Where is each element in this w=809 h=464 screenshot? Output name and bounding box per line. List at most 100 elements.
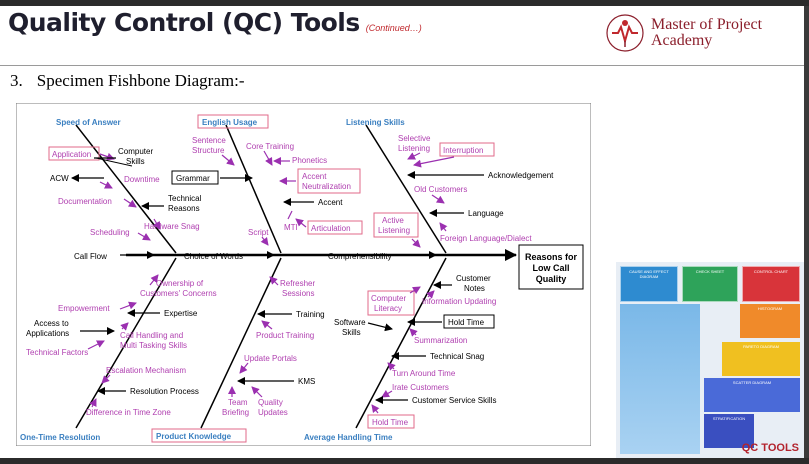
category-onetime: One-Time Resolution xyxy=(20,433,100,442)
category-aht: Average Handling Time xyxy=(304,433,393,442)
cause-empowerment: Empowerment xyxy=(58,304,110,313)
cause-old-customers: Old Customers xyxy=(414,185,467,194)
cause-kms: KMS xyxy=(298,377,315,386)
effect-line2: Low Call xyxy=(532,263,569,273)
cause-selective-2: Listening xyxy=(398,144,430,153)
cause-update-portals: Update Portals xyxy=(244,354,297,363)
arrow-sentence xyxy=(221,154,235,166)
qc-card-cause-effect: CAUSE AND EFFECT DIAGRAM xyxy=(620,266,678,302)
cause-software-skills-2: Skills xyxy=(342,328,361,337)
qc-step-histogram-label: HISTOGRAM xyxy=(757,306,783,311)
qc-card-cause-effect-label: CAUSE AND EFFECT DIAGRAM xyxy=(629,269,669,279)
cause-grammar: Grammar xyxy=(176,174,210,183)
grammar-box xyxy=(171,170,219,185)
cause-technical-reasons-1: Technical xyxy=(168,194,202,203)
cause-computer-literacy-2: Literacy xyxy=(374,304,402,313)
section-number: 3. xyxy=(10,71,23,90)
cause-accent-neutral-1: Accent xyxy=(302,172,327,181)
qc-panel-backdrop xyxy=(620,304,700,454)
bone-speed xyxy=(75,124,177,254)
cause-access-1: Access to xyxy=(34,319,69,328)
cause-choice-of-words: Choice of Words xyxy=(184,252,243,261)
cause-selective-1: Selective xyxy=(398,134,431,143)
top-strip xyxy=(0,0,809,6)
cause-turn-around-time: Turn Around Time xyxy=(392,369,456,378)
cause-ownership-2: Customers' Concerns xyxy=(140,289,217,298)
cause-scheduling: Scheduling xyxy=(90,228,130,237)
qc-step-stratification-label: STRATIFICATION xyxy=(712,416,746,421)
qc-tools-title: QC TOOLS xyxy=(741,442,799,454)
slide-title: Quality Control (QC) Tools xyxy=(8,8,360,37)
cause-team-briefing-1: Team xyxy=(228,398,248,407)
cause-product-training: Product Training xyxy=(256,331,314,340)
cause-active-2: Listening xyxy=(378,226,410,235)
cause-call-handling-1: Call Handling and xyxy=(120,331,183,340)
qc-step-scatter: SCATTER DIAGRAM xyxy=(704,378,800,412)
arrow-technical-factors xyxy=(87,340,105,350)
arrow-selective xyxy=(407,152,421,160)
cause-articulation: Articulation xyxy=(311,224,351,233)
effect-line3: Quality xyxy=(536,274,567,284)
qc-step-pareto: PARETO DIAGRAM xyxy=(722,342,800,376)
cause-team-briefing-2: Briefing xyxy=(222,408,249,417)
arrow-software-skills xyxy=(367,322,393,332)
category-product-box xyxy=(151,428,247,443)
qc-card-control-chart-label: CONTROL CHART xyxy=(753,269,789,274)
cause-application: Application xyxy=(52,150,91,159)
hold-time-2-box xyxy=(367,414,415,429)
fishbone-diagram: Reasons for Low Call Quality Speed of An… xyxy=(16,103,591,446)
cause-mti: MTI xyxy=(284,223,298,232)
cause-training: Training xyxy=(296,310,325,319)
arrow-hold-time-2 xyxy=(371,404,380,414)
cause-technical-snag: Technical Snag xyxy=(430,352,484,361)
cause-script: Script xyxy=(248,228,269,237)
category-product: Product Knowledge xyxy=(156,432,232,441)
cause-customer-service-skills: Customer Service Skills xyxy=(412,396,496,405)
cause-call-flow: Call Flow xyxy=(74,252,107,261)
arrow-script xyxy=(260,236,269,246)
arrow-active xyxy=(411,238,421,248)
arrow-documentation xyxy=(123,198,137,208)
cause-resolution-process: Resolution Process xyxy=(130,387,199,396)
cause-phonetics: Phonetics xyxy=(292,156,327,165)
arrow-refresher xyxy=(269,276,279,286)
slide-subtitle: (Continued…) xyxy=(365,23,422,33)
cause-technical-factors: Technical Factors xyxy=(26,348,88,357)
arrow-information-updating xyxy=(426,290,435,299)
cause-interruption: Interruption xyxy=(443,146,483,155)
arrow-quality-updates xyxy=(251,386,263,398)
hold-time-1-box xyxy=(443,314,495,329)
cause-accent-neutral-2: Neutralization xyxy=(302,182,351,191)
arrow-mti xyxy=(287,210,293,220)
cause-comprehensibility: Comprehensibility xyxy=(328,252,392,261)
cause-sentence-2: Structure xyxy=(192,146,225,155)
cause-information-updating: Information Updating xyxy=(422,297,496,306)
cause-summarization: Summarization xyxy=(414,336,467,345)
academy-emblem-icon xyxy=(606,14,644,52)
arrow-ownership xyxy=(149,274,159,286)
academy-name-line2: Academy xyxy=(651,32,713,49)
academy-logo: Master of Project Academy xyxy=(605,13,762,53)
arrow-empowerment xyxy=(119,301,137,310)
arrow-downtime xyxy=(99,181,113,189)
cause-quality-updates-2: Updates xyxy=(258,408,288,417)
cause-technical-reasons-2: Reasons xyxy=(168,204,200,213)
arrow-old-customers xyxy=(431,194,445,204)
bone-listening xyxy=(365,124,447,254)
cause-refresher-1: Refresher xyxy=(280,279,315,288)
arrow-escalation xyxy=(101,374,111,384)
arrow-call-handling xyxy=(120,322,129,331)
arrow-update-portals xyxy=(239,362,249,374)
bone-product xyxy=(200,257,282,429)
cause-language: Language xyxy=(468,209,504,218)
cause-computer-skills-2: Skills xyxy=(126,157,145,166)
articulation-box xyxy=(307,220,363,235)
cause-hardware-snag: Hardware Snag xyxy=(144,222,200,231)
arrow-summarization xyxy=(409,328,418,337)
category-english-box xyxy=(197,114,269,129)
category-english: English Usage xyxy=(202,118,258,127)
academy-name: Master of Project Academy xyxy=(651,17,762,49)
cause-quality-updates-1: Quality xyxy=(258,398,283,407)
category-speed: Speed of Answer xyxy=(56,118,121,127)
cause-hold-time-2: Hold Time xyxy=(372,418,409,427)
